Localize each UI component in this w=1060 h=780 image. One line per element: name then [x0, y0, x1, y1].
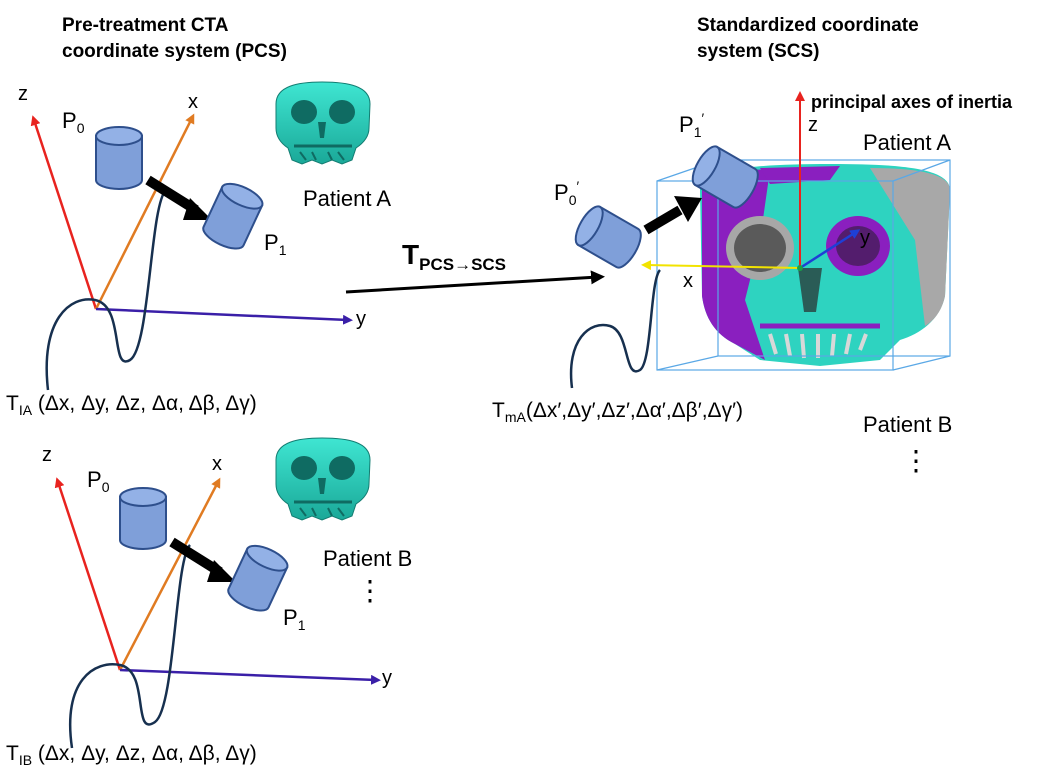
ellipsis-right: ⋮: [902, 445, 930, 476]
formula-tma: TmA(Δx′,Δy′,Δz′,Δα′,Δβ′,Δγ′): [492, 399, 743, 425]
pcs-frame-patient-a: z x y P0 P1 Patient A TIA (Δx, Δy, Δz, Δ…: [6, 80, 391, 418]
z-axis-arrow: [54, 477, 122, 671]
label-p1: P1: [264, 230, 287, 258]
skull-patient-a-icon: [274, 80, 372, 166]
label-p0: P0: [62, 108, 85, 136]
movement-arrow-head: [207, 560, 236, 582]
x-axis-arrow: [94, 113, 195, 310]
label-patient-b-scs: Patient B: [863, 412, 952, 437]
motion-curve: [45, 189, 168, 391]
y-axis-arrow: [119, 668, 381, 685]
label-patient-b: Patient B: [323, 546, 412, 571]
principal-x-axis: [641, 260, 801, 271]
scs-frame: z x y principal axes of inertia P0′ P1′ …: [492, 91, 1013, 476]
y-axis-arrow: [95, 307, 353, 325]
header-right-line2: system (SCS): [697, 41, 820, 62]
motion-curve: [69, 544, 192, 749]
y-axis-label: y: [382, 667, 392, 689]
scs-x-label: x: [683, 270, 693, 292]
header-right-line1: Standardized coordinate: [697, 15, 919, 36]
x-axis-arrow: [118, 477, 221, 671]
cylinder-p1-icon: [227, 544, 289, 612]
movement-arrow-head: [183, 198, 212, 220]
header-left-line1: Pre-treatment CTA: [62, 15, 229, 36]
ellipsis-left: ⋮: [356, 575, 384, 606]
scs-z-label: z: [808, 114, 818, 136]
transform-arrow-group: TPCS→SCS: [345, 239, 605, 294]
x-axis-label: x: [188, 91, 198, 113]
principal-y-axis: [799, 229, 861, 270]
z-axis-label: z: [18, 83, 28, 105]
label-p1: P1: [283, 605, 306, 633]
formula-tib: TIB (Δx, Δy, Δz, Δα, Δβ, Δγ): [6, 742, 257, 768]
z-axis-arrow: [30, 115, 98, 310]
cylinder-p1-prime-icon: [691, 145, 759, 209]
label-patient-a: Patient A: [303, 186, 391, 211]
origin-point: [797, 265, 803, 271]
scs-y-label: y: [860, 227, 870, 249]
z-axis-label: z: [42, 444, 52, 466]
pcs-frame-patient-b: z x y P0 P1 Patient B ⋮ TIB (Δx, Δy, Δz,…: [6, 436, 412, 768]
skull-overlay-image: [700, 164, 950, 366]
transform-arrow: [345, 270, 605, 294]
label-p0: P0: [87, 467, 110, 495]
label-p0-prime: P0′: [554, 178, 579, 208]
skull-patient-b-icon: [274, 436, 372, 522]
cylinder-p0-prime-icon: [574, 205, 642, 269]
movement-arrow: [643, 205, 683, 235]
movement-arrow-head: [674, 196, 702, 222]
principal-axes-label: principal axes of inertia: [811, 92, 1013, 112]
y-axis-label: y: [356, 308, 366, 330]
cylinder-p0-icon: [95, 126, 143, 190]
header-left-line2: coordinate system (PCS): [62, 41, 287, 62]
transform-label: TPCS→SCS: [402, 239, 506, 274]
cylinder-p0-icon: [119, 487, 167, 550]
formula-tia: TIA (Δx, Δy, Δz, Δα, Δβ, Δγ): [6, 392, 257, 418]
x-axis-label: x: [212, 453, 222, 475]
label-patient-a-scs: Patient A: [863, 130, 951, 155]
motion-curve: [569, 269, 662, 389]
label-p1-prime: P1′: [679, 110, 704, 140]
cylinder-p1-icon: [202, 182, 264, 250]
